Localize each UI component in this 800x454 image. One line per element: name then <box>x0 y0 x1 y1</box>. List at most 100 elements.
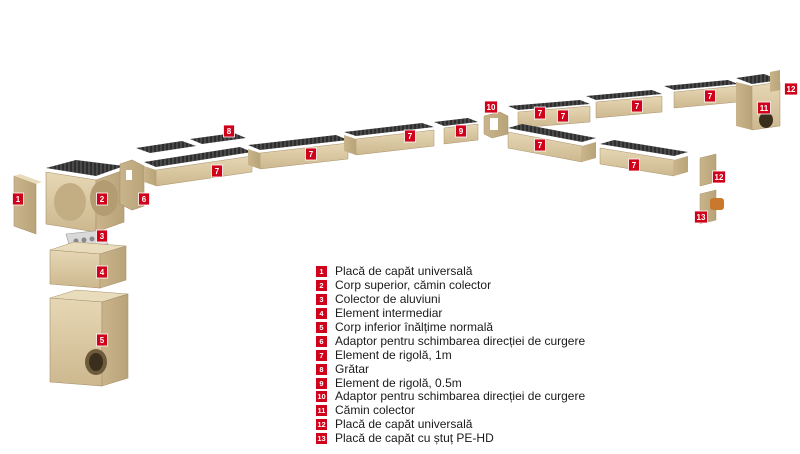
legend-item-12: 12 Placă de capăt universală <box>316 418 786 432</box>
upper-shaft-body-2 <box>45 160 125 233</box>
legend-badge: 3 <box>316 294 327 306</box>
legend-badge: 6 <box>316 335 327 347</box>
legend-item-4: 4 Element intermediar <box>316 307 786 321</box>
legend-item-6: 6 Adaptor pentru schimbarea direcției de … <box>316 334 786 348</box>
legend-label: Element intermediar <box>335 306 443 321</box>
legend-label: Placă de capăt cu ștuț PE-HD <box>335 431 494 446</box>
callout-badge-7: 7 <box>534 138 546 152</box>
legend-item-5: 5 Corp inferior înălțime normală <box>316 321 786 335</box>
callout-number: 7 <box>538 141 543 150</box>
legend-item-1: 1 Placă de capăt universală <box>316 265 786 279</box>
legend-label: Element de rigolă, 1m <box>335 347 452 362</box>
callout-badge-13: 13 <box>694 210 708 224</box>
callout-number: 7 <box>708 92 713 101</box>
callout-badge-7: 7 <box>631 99 643 113</box>
channel-element-right-a <box>508 100 591 129</box>
adaptor-6 <box>119 159 145 211</box>
legend-badge: 10 <box>316 391 327 403</box>
callout-number: 4 <box>100 268 105 277</box>
legend-badge: 9 <box>316 377 327 389</box>
callout-number: 3 <box>100 232 105 241</box>
legend-item-7: 7 Element de rigolă, 1m <box>316 348 786 362</box>
legend-badge: 11 <box>316 405 327 417</box>
legend-label: Colector de aluviuni <box>335 292 441 307</box>
channel-element-left-a <box>144 147 253 187</box>
callout-number: 7 <box>309 150 314 159</box>
channel-element-diag-a <box>507 124 596 163</box>
callout-number: 2 <box>100 195 105 204</box>
callout-badge-7: 7 <box>534 106 546 120</box>
callout-number: 13 <box>697 213 706 222</box>
legend-label: Adaptor pentru schimbarea direcției de c… <box>335 389 586 404</box>
legend-item-9: 9 Element de rigolă, 0.5m <box>316 376 786 390</box>
legend-label: Element de rigolă, 0.5m <box>335 375 462 390</box>
callout-badge-7: 7 <box>305 147 317 161</box>
callout-badge-6: 6 <box>138 192 150 206</box>
callout-badge-12: 12 <box>712 170 726 184</box>
legend-badge: 1 <box>316 266 327 278</box>
callout-number: 5 <box>100 336 105 345</box>
legend-item-11: 11 Cămin colector <box>316 404 786 418</box>
callout-badge-7: 7 <box>704 89 716 103</box>
legend-badge: 5 <box>316 322 327 333</box>
legend-badge: 7 <box>316 349 327 361</box>
callout-number: 10 <box>487 103 496 112</box>
callout-badge-7: 7 <box>404 129 416 143</box>
callout-number: 7 <box>538 109 543 118</box>
callout-badge-12: 12 <box>784 82 798 96</box>
legend-label: Placă de capăt universală <box>335 264 473 279</box>
legend-label: Corp superior, cămin colector <box>335 278 492 293</box>
legend-badge: 8 <box>316 363 327 375</box>
intermediate-element-4 <box>49 241 127 289</box>
callout-number: 7 <box>632 161 637 170</box>
legend-item-13: 13 Placă de capăt cu ștuț PE-HD <box>316 432 786 446</box>
callout-number: 12 <box>787 85 796 94</box>
legend-badge: 2 <box>316 280 327 292</box>
callout-badge-3: 3 <box>96 229 108 243</box>
callout-number: 12 <box>715 173 724 182</box>
callout-badge-7: 7 <box>211 164 223 178</box>
adaptor-10 <box>483 111 509 139</box>
callout-number: 1 <box>16 195 21 204</box>
legend-label: Cămin colector <box>335 403 416 418</box>
callout-number: 8 <box>227 127 232 136</box>
callout-number: 7 <box>215 167 220 176</box>
callout-badge-11: 11 <box>757 101 771 115</box>
legend-item-10: 10 Adaptor pentru schimbarea direcției de… <box>316 390 786 404</box>
lower-body-5 <box>49 289 129 387</box>
callout-number: 9 <box>459 127 464 136</box>
callout-number: 11 <box>760 104 769 113</box>
callout-badge-8: 8 <box>223 124 235 138</box>
callout-badge-10: 10 <box>484 100 498 114</box>
callout-badge-1: 1 <box>12 192 24 206</box>
channel-element-left-c <box>344 123 435 156</box>
legend-item-8: 8 Grătar <box>316 362 786 376</box>
legend-label: Corp inferior înălțime normală <box>335 320 494 334</box>
callout-number: 6 <box>142 195 147 204</box>
legend-label: Adaptor pentru schimbarea direcției de c… <box>335 333 586 348</box>
channel-element-diag-b <box>599 140 688 177</box>
legend-item-3: 3 Colector de aluviuni <box>316 293 786 307</box>
legend-badge: 12 <box>316 419 327 431</box>
callout-badge-4: 4 <box>96 265 108 279</box>
end-plate-12-top <box>770 70 780 92</box>
callout-number: 7 <box>635 102 640 111</box>
legend-item-2: 2 Corp superior, cămin colector <box>316 279 786 293</box>
channel-element-right-b <box>586 90 663 119</box>
callout-number: 7 <box>561 112 566 121</box>
callout-badge-7: 7 <box>628 158 640 172</box>
callout-badge-7: 7 <box>557 109 569 123</box>
channel-element-left-b <box>248 135 349 170</box>
callout-badge-5: 5 <box>96 333 108 347</box>
callout-number: 7 <box>408 132 413 141</box>
end-plate-1 <box>13 174 42 235</box>
channel-element-right-c <box>664 80 739 109</box>
legend-label: Placă de capăt universală <box>335 417 473 432</box>
legend-badge: 13 <box>316 433 327 445</box>
callout-badge-9: 9 <box>455 124 467 138</box>
legend-badge: 4 <box>316 308 327 320</box>
legend-label: Grătar <box>335 361 370 376</box>
callout-badge-2: 2 <box>96 192 108 206</box>
